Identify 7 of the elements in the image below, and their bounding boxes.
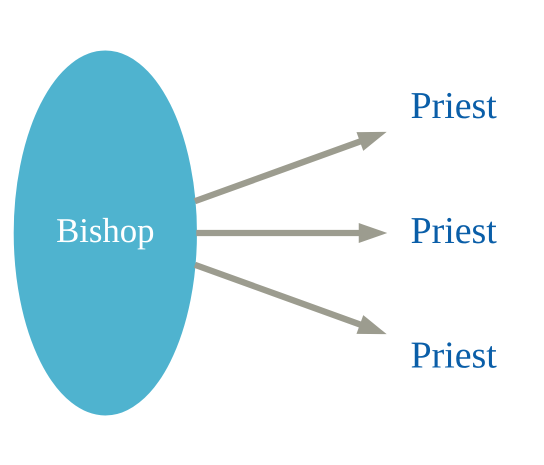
node-text: Priest bbox=[410, 209, 497, 252]
arrow bbox=[196, 222, 388, 242]
node-ellipse: Bishop bbox=[14, 50, 197, 415]
arrow bbox=[194, 261, 387, 334]
node-text: Priest bbox=[410, 84, 497, 126]
node-text: Priest bbox=[410, 334, 497, 376]
arrow bbox=[194, 131, 387, 204]
